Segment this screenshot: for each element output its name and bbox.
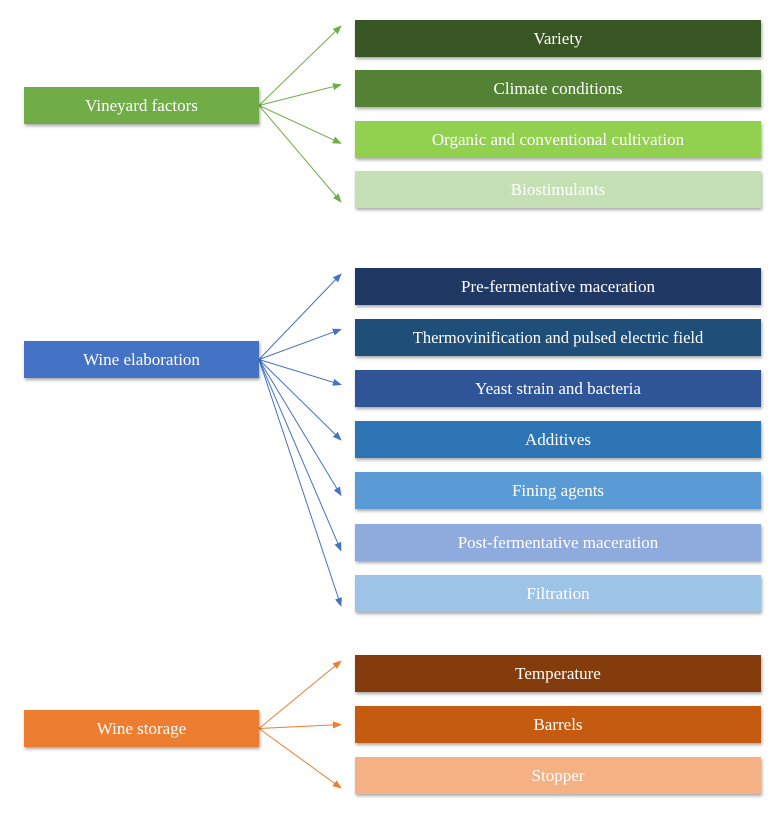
target-label: Organic and conventional cultivation [431,129,685,149]
target-box-fining-agents: Fining agents [355,472,761,509]
target-box-additives: Additives [355,421,761,458]
arrow-1-5 [258,359,342,552]
target-label: Fining agents [511,480,605,500]
target-box-thermovinification: Thermovinification and pulsed electric f… [355,319,761,356]
arrow-2-0 [258,660,342,729]
target-box-biostimulants: Biostimulants [355,171,761,208]
target-box-organic-cultivation: Organic and conventional cultivation [355,121,761,158]
arrow-0-0 [258,25,342,106]
arrow-1-4 [258,359,342,497]
target-label: Pre-fermentative maceration [461,276,655,296]
target-box-pre-fermentative-maceration: Pre-fermentative maceration [355,268,761,305]
target-label: Yeast strain and bacteria [475,378,641,398]
target-box-climate-conditions: Climate conditions [355,70,761,107]
target-box-barrels: Barrels [355,706,761,743]
arrow-1-6 [258,359,342,607]
target-label: Temperature [515,663,601,683]
target-box-temperature: Temperature [355,655,761,692]
target-label: Filtration [526,583,590,603]
source-label: Vineyard factors [85,95,198,115]
source-box-wine-storage: Wine storage [24,710,259,747]
target-label: Thermovinification and pulsed electric f… [412,327,704,347]
arrow-0-3 [258,105,342,203]
arrow-0-1 [258,83,342,106]
arrow-2-1 [258,721,342,729]
target-box-stopper: Stopper [355,757,761,794]
target-box-variety: Variety [355,20,761,57]
target-box-yeast-strain: Yeast strain and bacteria [355,370,761,407]
target-label: Post-fermentative maceration [457,532,659,552]
source-label: Wine storage [96,718,187,738]
target-label: Stopper [531,765,585,785]
source-box-wine-elaboration: Wine elaboration [24,341,259,378]
target-label: Biostimulants [510,179,606,199]
source-label: Wine elaboration [83,349,200,369]
arrow-2-2 [258,728,342,789]
arrow-1-3 [258,359,342,441]
target-label: Climate conditions [493,78,623,98]
source-box-vineyard-factors: Vineyard factors [24,87,259,124]
arrow-1-1 [258,328,342,360]
target-label: Variety [533,28,583,48]
target-label: Additives [524,429,592,449]
target-box-filtration: Filtration [355,575,761,612]
arrow-0-2 [258,105,342,144]
arrow-1-2 [258,359,342,386]
arrow-1-0 [258,273,342,360]
target-label: Barrels [533,714,583,734]
target-box-post-fermentative-maceration: Post-fermentative maceration [355,524,761,561]
